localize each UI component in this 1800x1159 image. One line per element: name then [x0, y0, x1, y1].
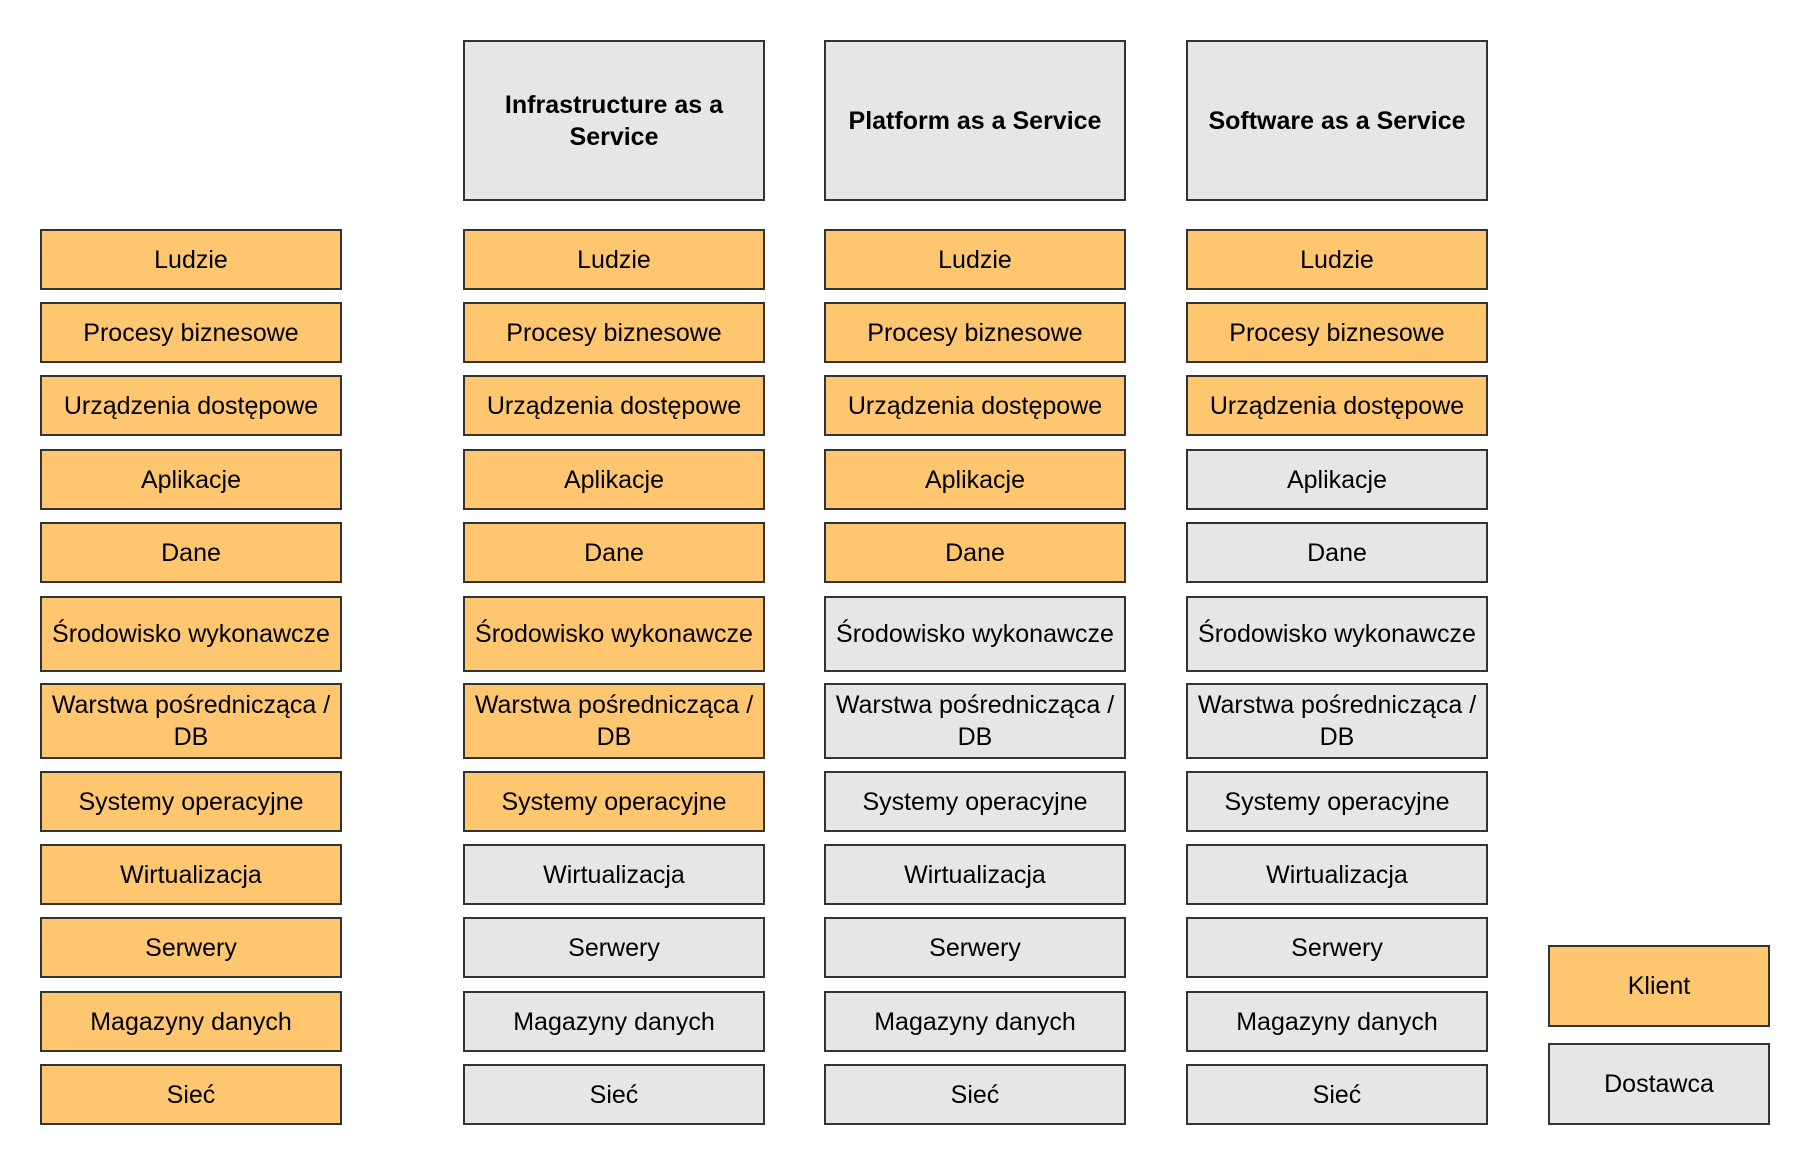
column-header-paas: Platform as a Service [824, 40, 1126, 201]
layer-on-premises-2: Urządzenia dostępowe [40, 375, 342, 436]
layer-paas-9: Serwery [824, 917, 1126, 978]
layer-iaas-8: Wirtualizacja [463, 844, 765, 905]
layer-iaas-11: Sieć [463, 1064, 765, 1125]
layer-paas-6: Warstwa pośrednicząca / DB [824, 683, 1126, 759]
layer-iaas-10: Magazyny danych [463, 991, 765, 1052]
layer-paas-1: Procesy biznesowe [824, 302, 1126, 363]
layer-on-premises-1: Procesy biznesowe [40, 302, 342, 363]
layer-paas-7: Systemy operacyjne [824, 771, 1126, 832]
layer-paas-5: Środowisko wykonawcze [824, 596, 1126, 672]
layer-on-premises-6: Warstwa pośrednicząca / DB [40, 683, 342, 759]
column-header-saas: Software as a Service [1186, 40, 1488, 201]
column-header-iaas: Infrastructure as a Service [463, 40, 765, 201]
layer-on-premises-8: Wirtualizacja [40, 844, 342, 905]
layer-saas-0: Ludzie [1186, 229, 1488, 290]
layer-iaas-9: Serwery [463, 917, 765, 978]
layer-paas-10: Magazyny danych [824, 991, 1126, 1052]
layer-paas-3: Aplikacje [824, 449, 1126, 510]
layer-saas-4: Dane [1186, 522, 1488, 583]
layer-paas-0: Ludzie [824, 229, 1126, 290]
layer-on-premises-7: Systemy operacyjne [40, 771, 342, 832]
layer-iaas-5: Środowisko wykonawcze [463, 596, 765, 672]
layer-paas-4: Dane [824, 522, 1126, 583]
layer-iaas-7: Systemy operacyjne [463, 771, 765, 832]
layer-on-premises-0: Ludzie [40, 229, 342, 290]
layer-iaas-6: Warstwa pośrednicząca / DB [463, 683, 765, 759]
layer-iaas-2: Urządzenia dostępowe [463, 375, 765, 436]
legend-provider: Dostawca [1548, 1043, 1770, 1125]
layer-on-premises-5: Środowisko wykonawcze [40, 596, 342, 672]
layer-paas-8: Wirtualizacja [824, 844, 1126, 905]
layer-iaas-4: Dane [463, 522, 765, 583]
layer-paas-11: Sieć [824, 1064, 1126, 1125]
layer-on-premises-4: Dane [40, 522, 342, 583]
layer-saas-5: Środowisko wykonawcze [1186, 596, 1488, 672]
layer-on-premises-9: Serwery [40, 917, 342, 978]
layer-saas-1: Procesy biznesowe [1186, 302, 1488, 363]
layer-saas-11: Sieć [1186, 1064, 1488, 1125]
layer-saas-7: Systemy operacyjne [1186, 771, 1488, 832]
layer-on-premises-3: Aplikacje [40, 449, 342, 510]
layer-iaas-1: Procesy biznesowe [463, 302, 765, 363]
layer-saas-8: Wirtualizacja [1186, 844, 1488, 905]
layer-saas-6: Warstwa pośrednicząca / DB [1186, 683, 1488, 759]
layer-saas-9: Serwery [1186, 917, 1488, 978]
layer-on-premises-10: Magazyny danych [40, 991, 342, 1052]
layer-on-premises-11: Sieć [40, 1064, 342, 1125]
layer-paas-2: Urządzenia dostępowe [824, 375, 1126, 436]
layer-saas-3: Aplikacje [1186, 449, 1488, 510]
layer-saas-2: Urządzenia dostępowe [1186, 375, 1488, 436]
legend-client: Klient [1548, 945, 1770, 1027]
layer-iaas-3: Aplikacje [463, 449, 765, 510]
layer-saas-10: Magazyny danych [1186, 991, 1488, 1052]
layer-iaas-0: Ludzie [463, 229, 765, 290]
